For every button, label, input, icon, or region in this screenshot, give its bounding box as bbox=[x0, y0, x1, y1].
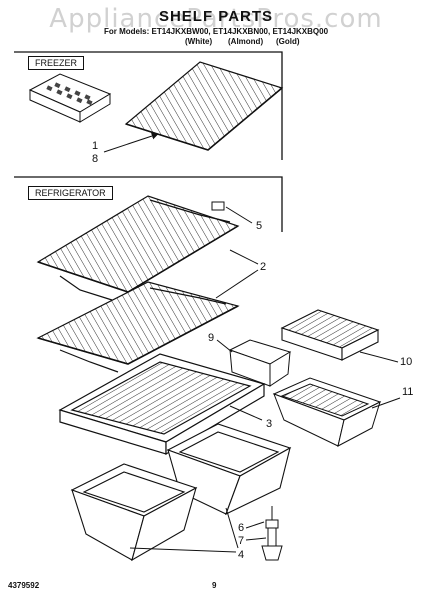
freezer-section-frame bbox=[14, 51, 283, 160]
callout-7: 7 bbox=[238, 535, 245, 547]
leader-pan-11 bbox=[371, 397, 401, 409]
callout-4: 4 bbox=[238, 549, 245, 561]
page-number: 9 bbox=[212, 581, 217, 590]
crisper-drawer-lower bbox=[70, 463, 198, 562]
model-list: For Models: ET14JKXBW00, ET14JKXBN00, ET… bbox=[103, 27, 329, 36]
crisper-drawer-upper bbox=[166, 423, 292, 516]
small-storage-bin bbox=[228, 339, 292, 387]
page-title: SHELF PARTS bbox=[158, 8, 274, 25]
callout-6: 6 bbox=[238, 522, 245, 534]
color-label-gold: (Gold) bbox=[276, 37, 300, 46]
leader-shelf-2 bbox=[215, 249, 259, 299]
callout-5: 5 bbox=[256, 220, 263, 232]
leader-bin-9 bbox=[216, 339, 233, 353]
fridge-wire-shelf-upper bbox=[36, 195, 240, 301]
leader-freezer-shelf bbox=[103, 132, 159, 153]
callout-2: 2 bbox=[260, 261, 267, 273]
callout-9: 9 bbox=[208, 332, 215, 344]
freezer-wire-shelf bbox=[124, 61, 284, 151]
callout-10: 10 bbox=[400, 356, 413, 368]
watermark-text: AppliancePartsPros.com bbox=[49, 4, 383, 34]
color-label-almond: (Almond) bbox=[228, 37, 264, 46]
refrigerator-section-label: REFRIGERATOR bbox=[28, 186, 113, 200]
leader-drawers-4 bbox=[129, 507, 239, 553]
leader-cover-10 bbox=[359, 351, 399, 363]
leader-cover-3 bbox=[229, 405, 263, 421]
callout-1: 1 bbox=[92, 140, 99, 152]
callout-3: 3 bbox=[266, 418, 273, 430]
part-number: 4379592 bbox=[8, 581, 40, 590]
refrigerator-section-frame bbox=[14, 176, 283, 232]
freezer-section-label: FREEZER bbox=[28, 56, 85, 70]
crisper-cover-small bbox=[280, 309, 380, 361]
leader-leg bbox=[245, 521, 267, 541]
leader-clip bbox=[225, 206, 253, 224]
meat-pan bbox=[272, 377, 382, 447]
fridge-wire-shelf-lower bbox=[36, 281, 240, 373]
color-label-white: (White) bbox=[185, 37, 213, 46]
callout-11: 11 bbox=[402, 386, 414, 398]
callout-8: 8 bbox=[92, 153, 99, 165]
crisper-cover-large bbox=[58, 353, 266, 456]
ice-cube-tray bbox=[28, 73, 112, 123]
shelf-clip bbox=[211, 201, 225, 211]
leveling-leg bbox=[261, 506, 283, 561]
